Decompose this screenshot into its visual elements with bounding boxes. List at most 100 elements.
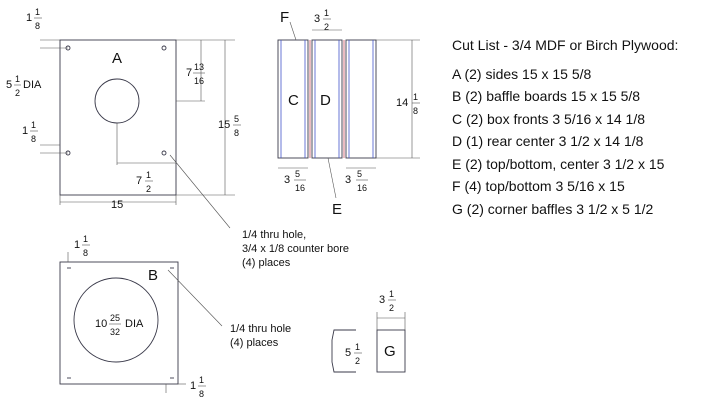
svg-text:1: 1 [199, 375, 204, 385]
part-g-label: G [384, 343, 396, 360]
part-b-dim-hole: 10 25 32 DIA [95, 313, 144, 337]
svg-text:1/4 thru hole: 1/4 thru hole [230, 323, 291, 335]
parts-cdef-dim-top: 3 1 2 [314, 8, 331, 32]
part-a-screw-hole [161, 45, 167, 51]
svg-text:16: 16 [194, 76, 204, 86]
part-b-label: B [148, 267, 158, 284]
parts-cdef: C D E F 3 1 2 14 1 8 3 5 16 3 5 16 [277, 8, 420, 218]
part-a: A 1 1 8 5 1 2 DIA 1 1 8 7 13 16 15 [6, 7, 349, 269]
part-g-dim-side: 5 1 2 [345, 342, 362, 366]
svg-text:1: 1 [15, 74, 20, 84]
svg-text:8: 8 [35, 21, 40, 31]
parts-cdef-dim-bottom-left: 3 5 16 [284, 169, 306, 193]
part-a-dim-hole: 5 1 2 DIA [6, 74, 42, 98]
svg-text:1: 1 [35, 7, 40, 17]
svg-text:3: 3 [379, 294, 385, 306]
svg-text:8: 8 [234, 128, 239, 138]
svg-text:1: 1 [146, 170, 151, 180]
svg-text:1: 1 [83, 234, 88, 244]
cut-list-item: D (1) rear center 3 1/2 x 14 1/8 [452, 133, 644, 149]
svg-text:1/4 thru hole,: 1/4 thru hole, [242, 229, 306, 241]
svg-text:8: 8 [199, 389, 204, 399]
part-f-leader [289, 21, 297, 41]
parts-cdef-dim-height: 14 1 8 [396, 92, 420, 116]
svg-text:2: 2 [355, 356, 360, 366]
part-b: B 1 1 8 10 25 32 DIA 1 1 8 1/4 thru hole… [59, 234, 291, 399]
part-a-dim-center: 7 1 2 [136, 170, 153, 194]
svg-text:5: 5 [345, 347, 351, 359]
cut-list-item: B (2) baffle boards 15 x 15 5/8 [452, 88, 641, 104]
part-a-note: 1/4 thru hole, 3/4 x 1/8 counter bore (4… [242, 229, 349, 269]
part-a-dim-mid: 7 13 16 [186, 62, 205, 86]
svg-text:10: 10 [95, 318, 107, 330]
svg-text:(4) places: (4) places [230, 337, 279, 349]
svg-text:25: 25 [110, 313, 120, 323]
svg-text:1: 1 [389, 289, 394, 299]
part-a-dim-side: 1 1 8 [22, 120, 38, 144]
part-b-note-leader [167, 269, 223, 327]
part-c-label: C [288, 92, 299, 109]
part-a-screw-hole [161, 150, 167, 156]
part-a-dim-top: 1 1 8 [26, 7, 42, 31]
svg-text:1: 1 [22, 125, 28, 137]
svg-text:8: 8 [31, 134, 36, 144]
part-a-label: A [112, 50, 122, 67]
part-b-dim-bottom: 1 1 8 [190, 375, 206, 399]
part-a-note-leader [169, 154, 231, 229]
svg-text:5: 5 [234, 114, 239, 124]
part-f-label: F [280, 9, 289, 26]
part-e-label: E [332, 201, 342, 218]
svg-text:DIA: DIA [125, 318, 144, 330]
svg-text:5: 5 [6, 79, 12, 91]
svg-text:7: 7 [186, 67, 192, 79]
cut-list: Cut List - 3/4 MDF or Birch Plywood: A (… [452, 34, 678, 220]
cut-list-item: E (2) top/bottom, center 3 1/2 x 15 [452, 155, 665, 172]
part-g-side-view [331, 329, 356, 373]
part-c-outline [277, 39, 309, 159]
part-b-speaker-hole [73, 277, 159, 363]
cut-list-item: F (4) top/bottom 3 5/16 x 15 [452, 178, 625, 194]
part-b-note: 1/4 thru hole (4) places [230, 323, 291, 349]
svg-text:15: 15 [218, 119, 230, 131]
part-a-dim-width: 15 [111, 199, 123, 211]
svg-text:13: 13 [194, 62, 204, 72]
part-a-speaker-hole [94, 78, 140, 124]
part-a-dim-height: 15 5 8 [218, 114, 241, 138]
svg-text:2: 2 [389, 303, 394, 313]
svg-text:1: 1 [355, 342, 360, 352]
svg-text:16: 16 [295, 183, 305, 193]
svg-text:DIA: DIA [23, 79, 42, 91]
svg-text:2: 2 [146, 184, 151, 194]
svg-text:(4) places: (4) places [242, 257, 291, 269]
svg-text:7: 7 [136, 175, 142, 187]
svg-text:8: 8 [413, 106, 418, 116]
svg-text:14: 14 [396, 97, 408, 109]
part-e-leader [327, 157, 337, 199]
part-a-outline [59, 39, 177, 196]
svg-text:2: 2 [15, 88, 20, 98]
svg-text:3: 3 [284, 174, 290, 186]
svg-text:1: 1 [74, 239, 80, 251]
svg-text:1: 1 [413, 92, 418, 102]
svg-text:8: 8 [83, 248, 88, 258]
part-g-outline [376, 329, 406, 373]
cut-list-item: C (2) box fronts 3 5/16 x 14 1/8 [452, 110, 645, 127]
cut-list-title: Cut List - 3/4 MDF or Birch Plywood: [452, 37, 679, 53]
svg-text:3: 3 [314, 13, 320, 25]
part-d-label: D [320, 92, 331, 109]
part-d-outline [311, 39, 343, 159]
svg-text:3/4 x 1/8 counter bore: 3/4 x 1/8 counter bore [242, 243, 349, 255]
svg-text:1: 1 [26, 12, 32, 24]
svg-text:1: 1 [190, 380, 196, 392]
part-c-outline-2 [345, 39, 377, 159]
svg-text:32: 32 [110, 327, 120, 337]
part-g: G 3 1 2 5 1 2 [331, 289, 406, 373]
part-g-dim-top: 3 1 2 [379, 289, 396, 313]
parts-cdef-dim-bottom-right: 3 5 16 [345, 169, 368, 193]
svg-text:5: 5 [357, 169, 362, 179]
cut-list-item: A (2) sides 15 x 15 5/8 [452, 65, 592, 82]
svg-text:5: 5 [295, 169, 300, 179]
svg-text:2: 2 [324, 22, 329, 32]
